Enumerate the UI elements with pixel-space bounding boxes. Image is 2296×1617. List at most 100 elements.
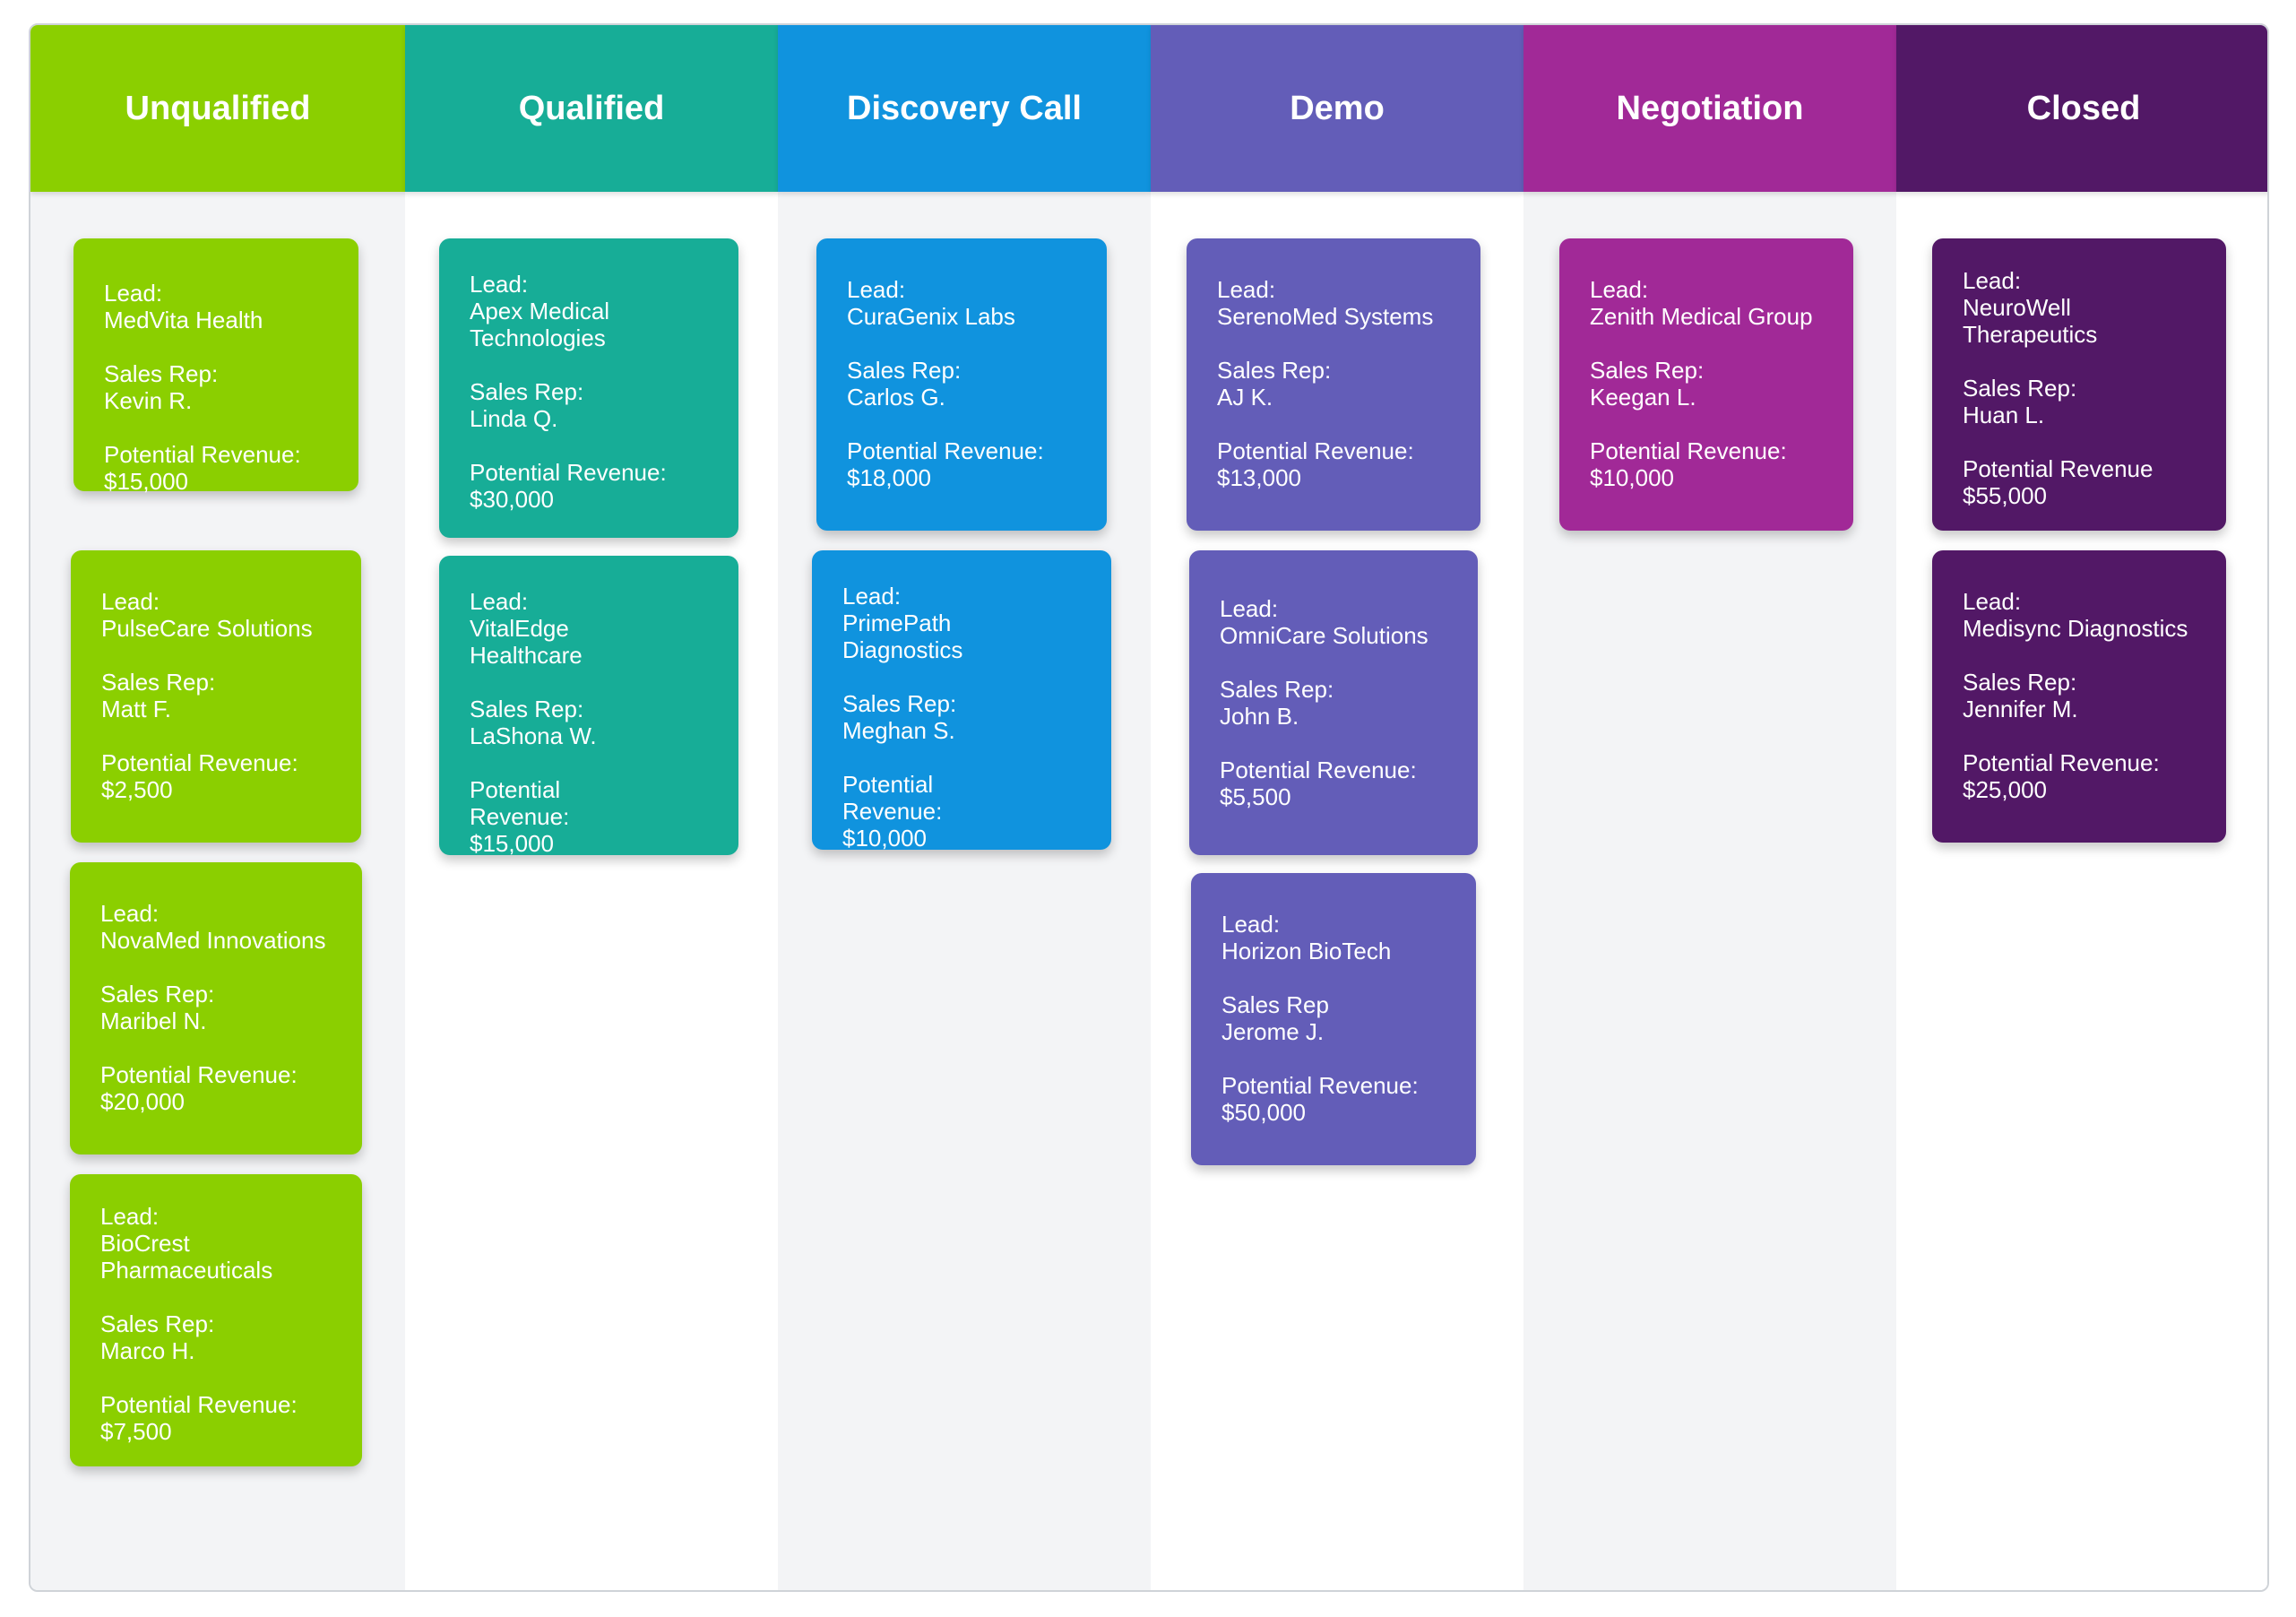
- sales-rep-name: Maribel N.: [100, 1007, 207, 1034]
- column-header-negotiation[interactable]: Negotiation: [1523, 25, 1896, 192]
- pipeline-board: Unqualified Lead: MedVita Health Sales R…: [29, 23, 2269, 1592]
- column-header-closed[interactable]: Closed: [1896, 25, 2267, 192]
- column-body-discovery-call: Lead: CuraGenix Labs Sales Rep: Carlos G…: [778, 192, 1151, 1590]
- lead-name: NeuroWell Therapeutics: [1963, 294, 2098, 348]
- revenue-label: Potential Revenue:: [842, 771, 943, 825]
- sales-rep-label: Sales Rep:: [1220, 676, 1334, 703]
- revenue-value: $10,000: [1590, 464, 1674, 491]
- sales-rep-name: Marco H.: [100, 1337, 195, 1364]
- sales-rep-label: Sales Rep:: [104, 360, 219, 387]
- revenue-label: Potential Revenue:: [470, 776, 570, 830]
- sales-rep-label: Sales Rep:: [470, 696, 584, 722]
- lead-label: Lead:: [1217, 276, 1276, 303]
- lead-card[interactable]: Lead: PulseCare Solutions Sales Rep: Mat…: [71, 550, 361, 843]
- sales-rep-name: Matt F.: [101, 696, 172, 722]
- lead-label: Lead:: [1221, 911, 1281, 938]
- lead-name: SerenoMed Systems: [1217, 303, 1434, 330]
- sales-rep-label: Sales Rep:: [470, 378, 584, 405]
- sales-rep-name: LaShona W.: [470, 722, 597, 749]
- sales-rep-name: John B.: [1220, 703, 1299, 730]
- lead-label: Lead:: [470, 588, 529, 615]
- lead-label: Lead:: [104, 280, 163, 307]
- lead-card[interactable]: Lead: NovaMed Innovations Sales Rep: Mar…: [70, 862, 362, 1154]
- sales-rep-name: Jerome J.: [1221, 1018, 1325, 1045]
- lead-name: NovaMed Innovations: [100, 927, 326, 954]
- column-body-demo: Lead: SerenoMed Systems Sales Rep: AJ K.…: [1151, 192, 1523, 1590]
- sales-rep-label: Sales Rep:: [100, 1310, 215, 1337]
- column-header-demo[interactable]: Demo: [1151, 25, 1523, 192]
- lead-name: BioCrest Pharmaceuticals: [100, 1230, 273, 1284]
- lead-name: PulseCare Solutions: [101, 615, 313, 642]
- column-demo: Demo Lead: SerenoMed Systems Sales Rep: …: [1151, 25, 1523, 1590]
- column-unqualified: Unqualified Lead: MedVita Health Sales R…: [30, 25, 405, 1590]
- lead-label: Lead:: [842, 583, 902, 610]
- lead-card[interactable]: Lead: Horizon BioTech Sales Rep Jerome J…: [1191, 873, 1476, 1165]
- column-body-unqualified: Lead: MedVita Health Sales Rep: Kevin R.…: [30, 192, 405, 1590]
- column-header-qualified[interactable]: Qualified: [405, 25, 778, 192]
- column-header-unqualified[interactable]: Unqualified: [30, 25, 405, 192]
- revenue-value: $15,000: [470, 830, 554, 857]
- revenue-label: Potential Revenue:: [100, 1061, 298, 1088]
- sales-rep-label: Sales Rep:: [1217, 357, 1332, 384]
- revenue-value: $15,000: [104, 468, 188, 495]
- lead-label: Lead:: [470, 271, 529, 298]
- revenue-value: $50,000: [1221, 1099, 1306, 1126]
- revenue-value: $55,000: [1963, 482, 2047, 509]
- column-discovery-call: Discovery Call Lead: CuraGenix Labs Sale…: [778, 25, 1151, 1590]
- sales-rep-label: Sales Rep:: [847, 357, 962, 384]
- sales-rep-name: Carlos G.: [847, 384, 945, 411]
- lead-card[interactable]: Lead: PrimePath Diagnostics Sales Rep: M…: [812, 550, 1111, 852]
- lead-label: Lead:: [847, 276, 906, 303]
- sales-rep-label: Sales Rep:: [1590, 357, 1705, 384]
- lead-card[interactable]: Lead: NeuroWell Therapeutics Sales Rep: …: [1932, 238, 2226, 531]
- lead-card[interactable]: Lead: MedVita Health Sales Rep: Kevin R.…: [73, 238, 358, 495]
- lead-name: MedVita Health: [104, 307, 263, 333]
- column-body-closed: Lead: NeuroWell Therapeutics Sales Rep: …: [1896, 192, 2267, 1590]
- lead-name: Medisync Diagnostics: [1963, 615, 2188, 642]
- lead-card[interactable]: Lead: Zenith Medical Group Sales Rep: Ke…: [1559, 238, 1853, 531]
- revenue-label: Potential Revenue:: [1590, 437, 1787, 464]
- lead-card[interactable]: Lead: OmniCare Solutions Sales Rep: John…: [1189, 550, 1478, 855]
- revenue-label: Potential Revenue:: [104, 441, 301, 468]
- sales-rep-label: Sales Rep: [1221, 991, 1329, 1018]
- lead-label: Lead:: [1590, 276, 1649, 303]
- revenue-value: $13,000: [1217, 464, 1301, 491]
- revenue-value: $30,000: [470, 486, 554, 513]
- revenue-label: Potential Revenue:: [1963, 749, 2160, 776]
- revenue-value: $18,000: [847, 464, 931, 491]
- revenue-label: Potential Revenue:: [100, 1391, 298, 1418]
- sales-rep-name: Keegan L.: [1590, 384, 1696, 411]
- lead-name: OmniCare Solutions: [1220, 622, 1429, 649]
- lead-card[interactable]: Lead: SerenoMed Systems Sales Rep: AJ K.…: [1187, 238, 1480, 531]
- revenue-label: Potential Revenue:: [1217, 437, 1414, 464]
- lead-name: Horizon BioTech: [1221, 938, 1392, 964]
- lead-card[interactable]: Lead: VitalEdge Healthcare Sales Rep: La…: [439, 556, 738, 857]
- lead-name: Apex Medical Technologies: [470, 298, 610, 351]
- lead-name: Zenith Medical Group: [1590, 303, 1813, 330]
- lead-card[interactable]: Lead: Medisync Diagnostics Sales Rep: Je…: [1932, 550, 2226, 843]
- column-body-negotiation: Lead: Zenith Medical Group Sales Rep: Ke…: [1523, 192, 1896, 1590]
- lead-card[interactable]: Lead: BioCrest Pharmaceuticals Sales Rep…: [70, 1174, 362, 1466]
- revenue-label: Potential Revenue:: [101, 749, 298, 776]
- lead-name: PrimePath Diagnostics: [842, 610, 963, 663]
- sales-rep-label: Sales Rep:: [842, 690, 957, 717]
- revenue-value: $5,500: [1220, 783, 1291, 810]
- lead-name: CuraGenix Labs: [847, 303, 1015, 330]
- revenue-label: Potential Revenue:: [470, 459, 667, 486]
- lead-card[interactable]: Lead: Apex Medical Technologies Sales Re…: [439, 238, 738, 538]
- revenue-label: Potential Revenue:: [847, 437, 1044, 464]
- revenue-label: Potential Revenue:: [1221, 1072, 1419, 1099]
- column-qualified: Qualified Lead: Apex Medical Technologie…: [405, 25, 778, 1590]
- sales-rep-label: Sales Rep:: [100, 981, 215, 1007]
- revenue-label: Potential Revenue:: [1220, 757, 1417, 783]
- revenue-value: $25,000: [1963, 776, 2047, 803]
- column-header-discovery-call[interactable]: Discovery Call: [778, 25, 1151, 192]
- revenue-value: $2,500: [101, 776, 173, 803]
- lead-label: Lead:: [100, 900, 160, 927]
- column-negotiation: Negotiation Lead: Zenith Medical Group S…: [1523, 25, 1896, 1590]
- revenue-value: $20,000: [100, 1088, 185, 1115]
- lead-label: Lead:: [1963, 267, 2022, 294]
- revenue-label: Potential Revenue: [1963, 455, 2154, 482]
- lead-card[interactable]: Lead: CuraGenix Labs Sales Rep: Carlos G…: [816, 238, 1107, 531]
- sales-rep-name: Linda Q.: [470, 405, 558, 432]
